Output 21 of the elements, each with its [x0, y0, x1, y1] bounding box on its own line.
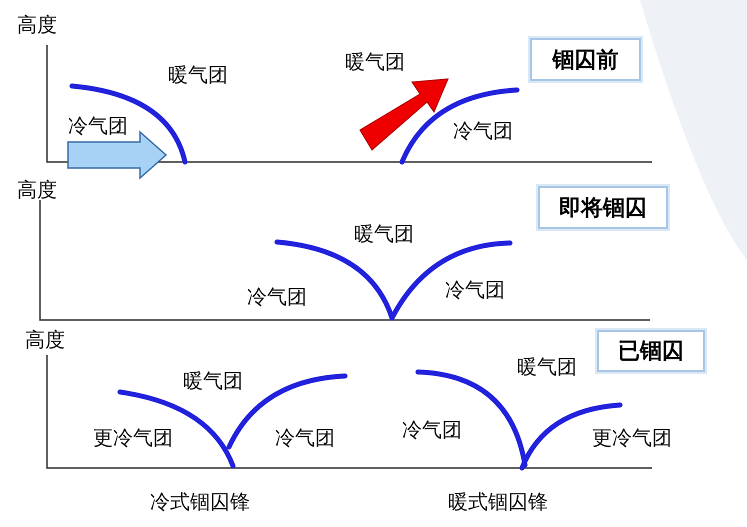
panel-title: 已锢囚: [597, 330, 705, 372]
air-mass-label: 冷气团: [445, 276, 505, 304]
air-mass-label: 暖气团: [183, 368, 243, 394]
front-label: 冷式锢囚锋: [150, 488, 250, 516]
air-mass-label: 冷气团: [68, 112, 128, 140]
air-mass-label: 更冷气团: [93, 424, 173, 452]
air-mass-label: 更冷气团: [592, 424, 672, 452]
axis-label: 高度: [17, 176, 57, 204]
axis-label: 高度: [17, 12, 57, 38]
air-mass-label: 暖气团: [517, 354, 577, 380]
air-mass-label: 冷气团: [402, 416, 462, 444]
air-mass-label: 暖气团: [345, 48, 405, 76]
air-mass-label: 暖气团: [168, 62, 228, 88]
air-mass-label: 冷气团: [275, 424, 335, 452]
panel-title: 即将锢囚: [538, 186, 668, 229]
air-mass-label: 冷气团: [247, 284, 307, 310]
air-mass-label: 冷气团: [453, 118, 513, 144]
axis-label: 高度: [25, 326, 65, 354]
front-label: 暖式锢囚锋: [448, 488, 548, 516]
air-mass-label: 暖气团: [354, 220, 414, 248]
panel-title: 锢囚前: [530, 38, 641, 81]
